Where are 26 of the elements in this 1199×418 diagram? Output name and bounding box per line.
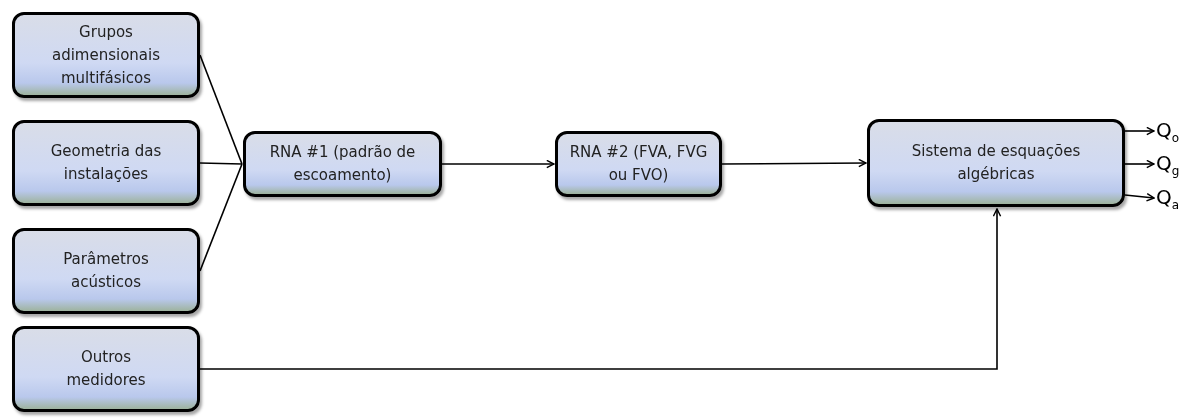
- box-label: Grupos adimensionais multifásicos: [50, 21, 162, 89]
- arrow: [1124, 159, 1155, 169]
- arrow: [1124, 126, 1155, 136]
- arrow: [1124, 192, 1155, 202]
- process-box: [12, 120, 200, 206]
- box-label: Sistema de esquações algébricas: [910, 141, 1082, 185]
- box-label: Outros medidores: [65, 347, 147, 391]
- process-box: [555, 131, 722, 197]
- process-box: [12, 12, 200, 98]
- box-label: Parâmetros acústicos: [62, 249, 150, 293]
- box-label: Geometria das instalações: [49, 141, 163, 185]
- process-box: [12, 326, 200, 412]
- process-box: [243, 131, 442, 197]
- process-box: [867, 119, 1125, 207]
- output-label: Q$_{g}$: [1156, 151, 1196, 177]
- process-box: [12, 228, 200, 314]
- box-label: RNA #2 (FVA, FVG ou FVO): [568, 142, 709, 186]
- connector-line: [199, 54, 243, 165]
- arrow: [441, 159, 555, 169]
- connector-line: [199, 162, 243, 165]
- arrow: [199, 208, 1002, 370]
- output-label: Q$_{o}$: [1156, 118, 1196, 144]
- connector-line: [199, 163, 243, 272]
- box-label: RNA #1 (padrão de escoamento): [268, 142, 417, 186]
- output-label: Q$_{a}$: [1156, 185, 1196, 211]
- arrow: [721, 158, 867, 168]
